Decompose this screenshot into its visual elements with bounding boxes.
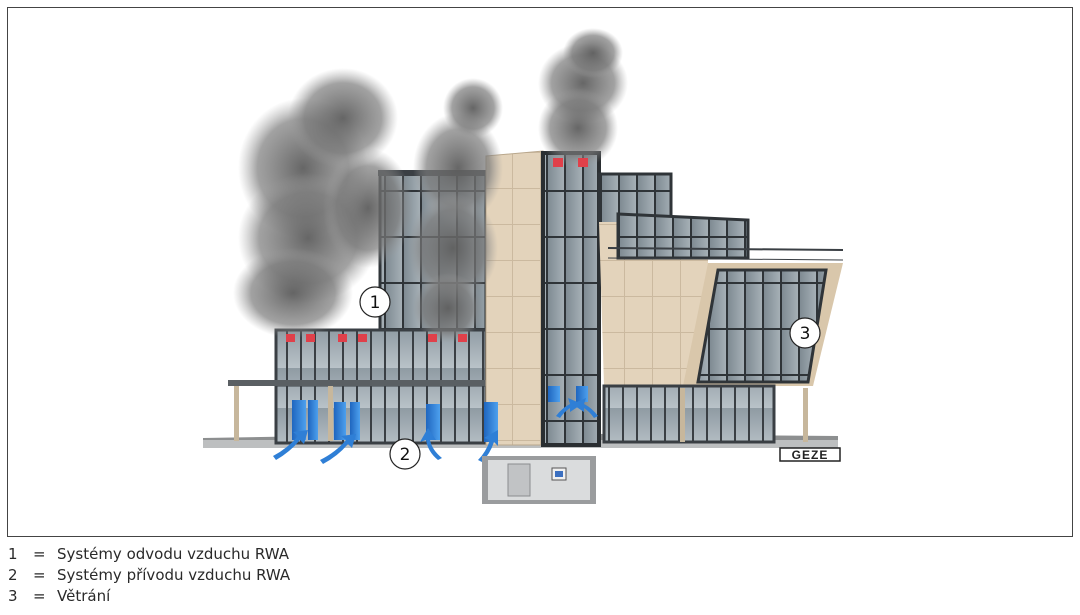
callout-1-circle xyxy=(359,286,391,318)
geze-logo: GEZE xyxy=(792,448,829,462)
legend-item: 3 = Větrání xyxy=(8,586,608,607)
right-stone-wall xyxy=(599,222,708,386)
legend-number: 3 xyxy=(8,587,18,605)
roof-railing xyxy=(607,257,844,261)
intake-arrow-icon xyxy=(273,398,598,464)
canopy xyxy=(228,380,486,386)
callout-2-circle xyxy=(389,438,421,470)
legend-item: 2 = Systémy přívodu vzduchu RWA xyxy=(8,565,608,586)
building-illustration: 1 2 3 GEZE xyxy=(203,28,844,504)
legend-separator: = xyxy=(33,545,46,563)
callout-3-number: 3 xyxy=(800,324,811,344)
right-column xyxy=(803,388,808,442)
right-glass xyxy=(696,268,828,384)
stair-shaft xyxy=(541,151,601,447)
legend: 1 = Systémy odvodu vzduchu RWA 2 = Systé… xyxy=(8,544,608,607)
ventilation-room xyxy=(482,456,596,504)
smoke-cloud-icon xyxy=(233,68,413,338)
smoke-cloud-icon xyxy=(408,78,503,343)
right-column xyxy=(680,388,685,442)
legend-number: 2 xyxy=(8,566,18,584)
canopy-column xyxy=(234,386,239,441)
legend-separator: = xyxy=(33,566,46,584)
legend-text: Systémy přívodu vzduchu RWA xyxy=(57,566,291,584)
left-wing-lower xyxy=(274,383,488,445)
legend-separator: = xyxy=(33,587,46,605)
legend-text: Větrání xyxy=(57,587,111,605)
legend-number: 1 xyxy=(8,545,18,563)
exhaust-vent-icon xyxy=(286,158,588,342)
callout-3-circle xyxy=(789,317,821,349)
legend-text: Systémy odvodu vzduchu RWA xyxy=(57,545,290,563)
callout-2-number: 2 xyxy=(400,445,411,465)
geze-logo-box xyxy=(779,447,841,462)
canopy-column xyxy=(328,386,333,441)
legend-item: 1 = Systémy odvodu vzduchu RWA xyxy=(8,544,608,565)
diagram-frame: 1 2 3 GEZE xyxy=(7,7,1073,537)
roof-railing xyxy=(607,247,844,251)
callout-1-number: 1 xyxy=(370,293,381,313)
penthouse xyxy=(616,212,750,260)
right-ground-glass xyxy=(602,384,776,444)
smoke-cloud-icon xyxy=(538,28,628,168)
